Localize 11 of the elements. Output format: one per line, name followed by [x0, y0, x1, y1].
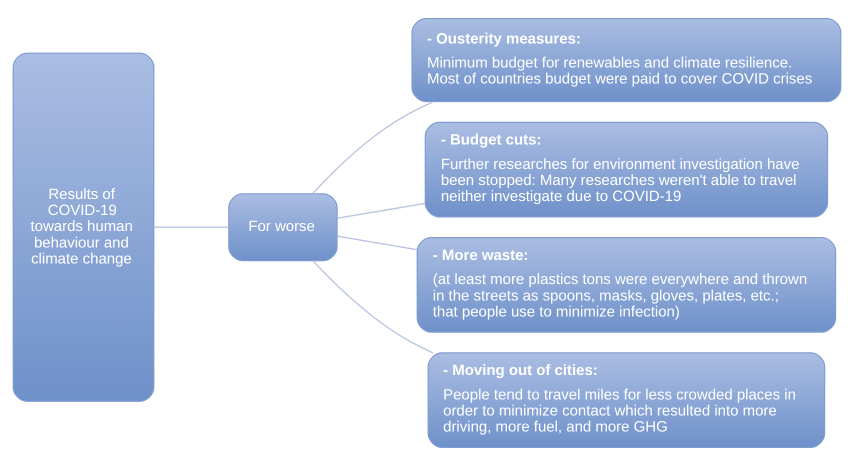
node-box: - More waste: (at least more plastics tons were everywhere and thrown in the streets as spoons, masks, gloves, plates, etc.; that people use to minimize infection)	[416, 237, 836, 333]
node-box: Results of COVID-19 towards human behaviour and climate change	[12, 52, 154, 402]
connector	[337, 236, 418, 250]
connector	[312, 101, 434, 194]
node-box: - Moving out of cities: People tend to travel miles for less crowded places in order to minimize contact which resulted into more driving, more fuel, and more GHG	[428, 352, 826, 448]
connector	[312, 260, 434, 354]
node-box: For worse	[228, 193, 338, 262]
connector	[154, 226, 229, 228]
node-box: - Ousterity measures: Minimum budget for renewables and climate resilience. Most of countries budget were paid to cover COVID crises	[411, 18, 842, 102]
connector	[337, 202, 426, 219]
node-box: - Budget cuts: Further researches for environment investigation have been stopped: Many researches weren't able to travel neither investigate due to COVID-19	[424, 122, 828, 218]
